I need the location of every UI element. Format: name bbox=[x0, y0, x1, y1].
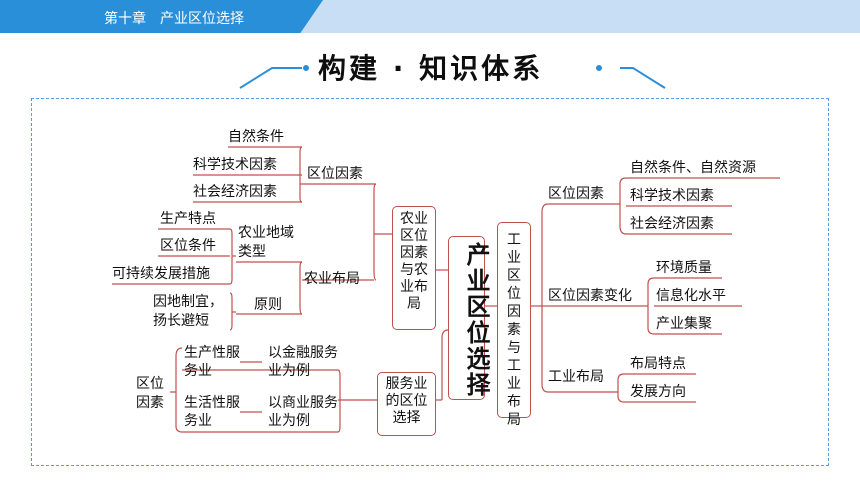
agri-factor-socioeconomic: 社会经济因素 bbox=[193, 184, 277, 200]
principle-label: 原则 bbox=[254, 297, 282, 313]
chapter-tab bbox=[0, 0, 323, 33]
industry-box: 工业区位因素与工业布局 bbox=[497, 222, 531, 428]
service-factor-label: 区位因素 bbox=[136, 376, 164, 411]
regional-type-label: 农业地域类型 bbox=[238, 225, 294, 260]
change-agglomeration: 产业集聚 bbox=[656, 316, 712, 332]
central-topic: 产业区位选择 bbox=[448, 236, 490, 400]
industry-factor-tech: 科学技术因素 bbox=[630, 188, 714, 204]
section-title: 构建 · 知识体系 bbox=[318, 52, 544, 85]
agri-location-factors-label: 区位因素 bbox=[307, 166, 363, 182]
factor-change-label: 区位因素变化 bbox=[548, 288, 632, 304]
agri-layout-label: 农业布局 bbox=[304, 271, 360, 287]
service-example-finance: 以金融服务业为例 bbox=[268, 345, 338, 379]
service-example-commerce: 以商业服务业为例 bbox=[268, 395, 338, 429]
agriculture-box: 农业区位因素与农业布局 bbox=[392, 206, 436, 330]
industry-location-factors-label: 区位因素 bbox=[548, 186, 604, 202]
chapter-title: 第十章 产业区位选择 bbox=[104, 11, 244, 27]
principle-item: 因地制宜，扬长避短 bbox=[153, 294, 223, 329]
layout-direction: 发展方向 bbox=[630, 384, 686, 400]
service-type-consumer: 生活性服务业 bbox=[184, 395, 240, 429]
regional-type-feature: 生产特点 bbox=[160, 211, 216, 227]
change-informatization: 信息化水平 bbox=[656, 288, 726, 304]
regional-type-conditions: 区位条件 bbox=[160, 238, 216, 254]
agri-factor-natural: 自然条件 bbox=[228, 129, 284, 145]
change-environment: 环境质量 bbox=[656, 260, 712, 276]
industry-factor-socioeconomic: 社会经济因素 bbox=[630, 216, 714, 232]
mindmap-frame bbox=[31, 98, 829, 466]
layout-feature: 布局特点 bbox=[630, 356, 686, 372]
agri-factor-tech: 科学技术因素 bbox=[193, 157, 277, 173]
industry-factor-natural: 自然条件、自然资源 bbox=[630, 160, 756, 176]
service-box: 服务业的区位选择 bbox=[377, 372, 436, 436]
industry-layout-label: 工业布局 bbox=[548, 369, 604, 385]
title-decoration bbox=[239, 65, 666, 89]
service-type-production: 生产性服务业 bbox=[184, 345, 240, 379]
regional-type-sustainability: 可持续发展措施 bbox=[112, 266, 210, 282]
